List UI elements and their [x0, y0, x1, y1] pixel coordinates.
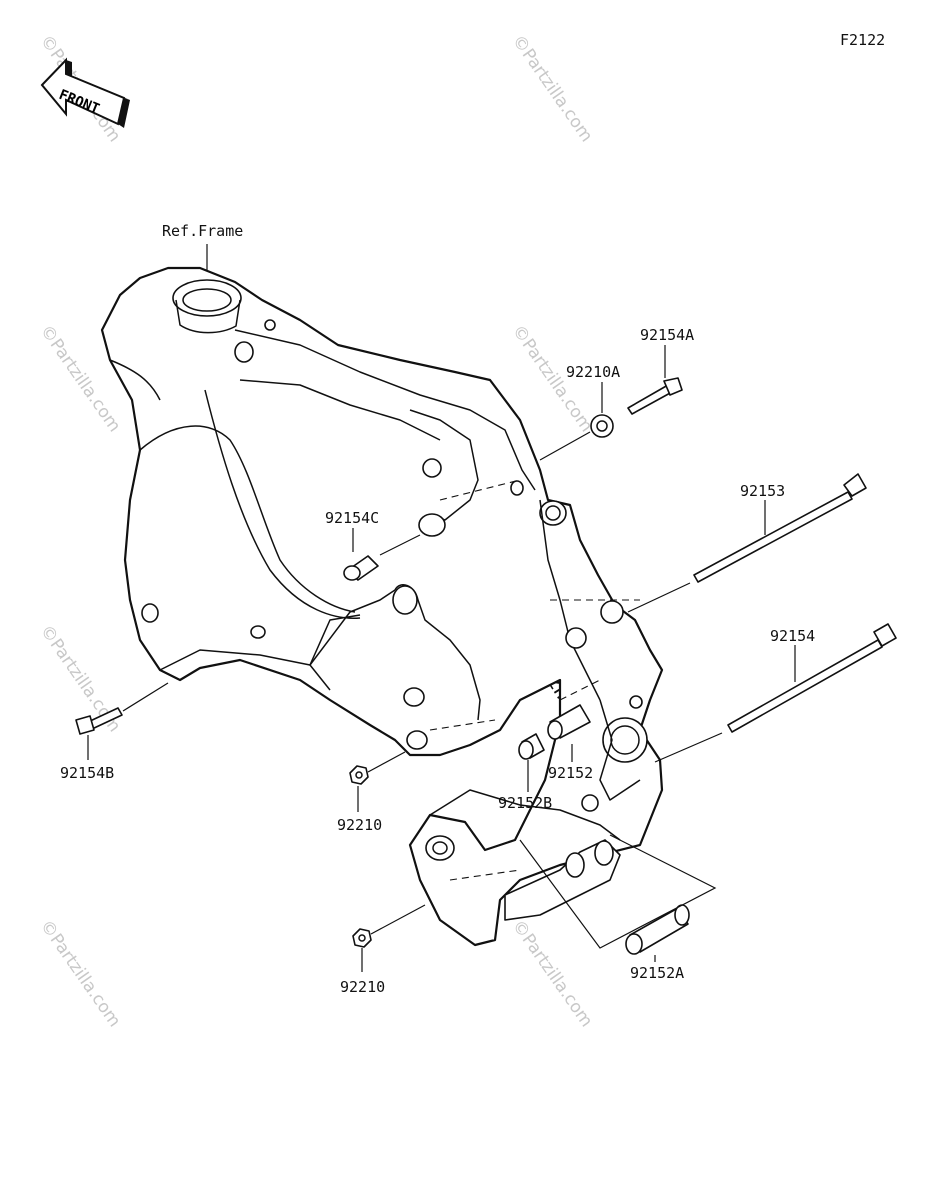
- nut-92210-lower: [352, 928, 372, 948]
- watermark-6: ©Partzilla.com: [36, 916, 125, 1031]
- label-92210-upper: 92210: [337, 816, 382, 834]
- alignment-lines: [429, 479, 640, 881]
- label-92152A: 92152A: [630, 964, 684, 982]
- label-92152B: 92152B: [498, 794, 552, 812]
- stud-92152: [547, 704, 591, 740]
- label-92154A: 92154A: [640, 326, 694, 344]
- ref-frame-label: Ref.Frame: [162, 222, 243, 240]
- label-92154: 92154: [770, 627, 815, 645]
- collar-92152A: [625, 904, 690, 955]
- nut-92210A: [590, 414, 614, 438]
- bolt-92154C: [343, 555, 379, 581]
- label-92154C: 92154C: [325, 509, 379, 527]
- bolt-92153: [693, 473, 867, 583]
- nut-92210-upper: [349, 765, 369, 785]
- label-92152: 92152: [548, 764, 593, 782]
- collar-92152B: [518, 733, 545, 760]
- figure-code: F2122: [840, 31, 885, 49]
- frame-drawing: [100, 266, 664, 947]
- watermark-2: ©Partzilla.com: [508, 31, 597, 146]
- bolt-92154A: [627, 377, 683, 415]
- label-92210A: 92210A: [566, 363, 620, 381]
- bolt-92154B: [75, 707, 123, 735]
- label-92154B: 92154B: [60, 764, 114, 782]
- label-92153: 92153: [740, 482, 785, 500]
- label-92210-lower: 92210: [340, 978, 385, 996]
- bolt-92154: [727, 623, 897, 733]
- front-arrow-icon: FRONT: [40, 57, 130, 128]
- watermark-7: ©Partzilla.com: [508, 916, 597, 1031]
